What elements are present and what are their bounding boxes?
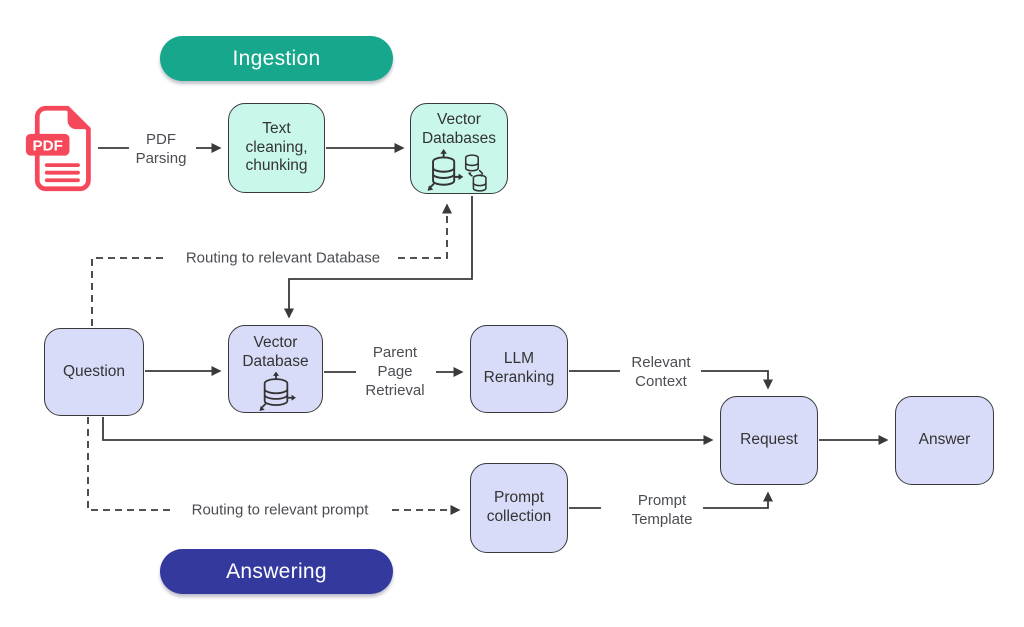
answering-badge: Answering [160,549,393,594]
node-question-label: Question [62,362,126,380]
edge-label-routing-to-relevant-prompt: Routing to relevant prompt [191,501,369,519]
node-llm-reranking: LLM Reranking [470,325,568,413]
node-vector-databases-label: Vector Databases [421,111,497,147]
node-prompt-collection-label: Prompt collection [486,489,552,525]
node-answer-label: Answer [918,431,971,449]
pdf-file-icon: PDF [24,104,96,194]
edge-routing-db-to-vectordbs [398,203,452,259]
node-request-label: Request [740,431,798,449]
pdf-badge-label: PDF [33,137,63,154]
edge-label-parent-page-retrieval: Parent Page Retrieval [365,344,425,400]
node-text-cleaning-chunking: Text cleaning, chunking [228,103,325,193]
edge-question-to-request [102,417,714,445]
edge-label-pdf-parsing: PDF Parsing [135,130,187,167]
edge-label-routing-to-relevant-database: Routing to relevant Database [185,249,381,267]
ingestion-badge: Ingestion [160,36,393,81]
node-llm-reranking-label: LLM Reranking [483,350,555,386]
edge-question-routing-prompt-left [87,417,171,511]
node-answer: Answer [895,396,994,485]
edge-label-relevant-context: Relevant Context [631,353,691,390]
edge-context-to-request [701,370,773,390]
node-text-cleaning-label: Text cleaning, chunking [245,119,308,175]
pdf-badge [25,133,70,156]
vector-database-icon [258,371,296,411]
edge-vectordbs-to-vectordb [284,196,473,319]
pdf-text-lines [44,163,80,183]
node-vector-database-label: Vector Database [242,334,309,370]
node-vector-databases: Vector Databases [410,103,508,194]
node-prompt-collection: Prompt collection [470,463,568,553]
vector-databases-cluster-icon [427,148,487,192]
pdf-fold-corner [67,108,89,130]
edge-question-routing-db-left [91,257,167,326]
edge-label-prompt-template: Prompt Template [631,491,693,528]
node-question: Question [44,328,144,416]
node-request: Request [720,396,818,485]
edge-template-to-request [703,491,773,509]
node-vector-database: Vector Database [228,325,323,413]
